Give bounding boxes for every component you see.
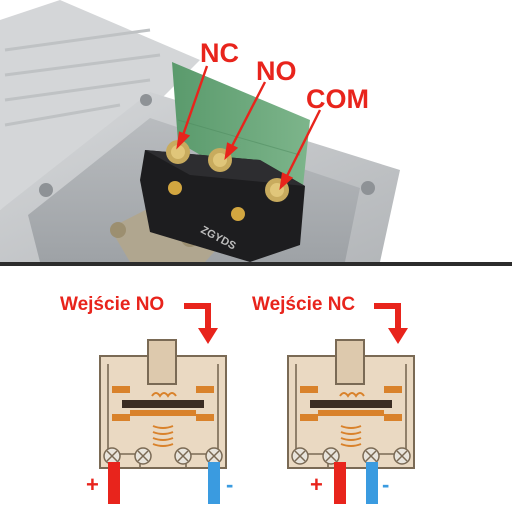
sign-plus-no: + bbox=[86, 472, 99, 497]
arrow-head-no bbox=[224, 142, 239, 161]
wiring-diagrams: Wejście NO + - Wejście NC + - bbox=[60, 294, 415, 504]
switch-photo: ZGYDS NC NO COM bbox=[0, 0, 400, 262]
wire-minus-no bbox=[208, 462, 220, 504]
pedal bbox=[0, 0, 200, 210]
label-no: NO bbox=[256, 56, 297, 86]
label-com: COM bbox=[306, 84, 369, 114]
diagram-no: Wejście NO + - bbox=[60, 294, 233, 504]
arrow-com bbox=[283, 109, 322, 181]
diagram-title-no: Wejście NO bbox=[60, 294, 164, 315]
sign-plus-nc: + bbox=[310, 472, 323, 497]
wire-plus-nc bbox=[334, 462, 346, 504]
photo-panel: ZGYDS NC NO COM bbox=[0, 0, 400, 262]
housing-screw bbox=[140, 94, 152, 106]
arrow-head-title-no bbox=[198, 328, 218, 344]
switch-symbol-no bbox=[99, 339, 227, 469]
switch-symbol-nc bbox=[287, 339, 415, 469]
sign-minus-no: - bbox=[226, 472, 233, 497]
arrow-no bbox=[228, 81, 267, 151]
diagram-panel: Wejście NO + - Wejście NC + - bbox=[0, 266, 512, 512]
diagram-nc: Wejście NC + - bbox=[252, 294, 415, 504]
label-nc: NC bbox=[200, 38, 239, 68]
arrow-head-nc bbox=[176, 131, 191, 150]
arrow-title-no bbox=[184, 303, 211, 328]
divider bbox=[0, 262, 512, 266]
arrow-nc bbox=[180, 65, 209, 139]
arrow-head-title-nc bbox=[388, 328, 408, 344]
rivet bbox=[168, 181, 182, 195]
housing-screw bbox=[361, 181, 375, 195]
housing-screw bbox=[39, 183, 53, 197]
wire-plus-no bbox=[108, 462, 120, 504]
arrow-title-nc bbox=[374, 303, 401, 328]
label-arrows bbox=[176, 65, 322, 191]
diagram-title-nc: Wejście NC bbox=[252, 294, 355, 315]
wire-minus-nc bbox=[366, 462, 378, 504]
sign-minus-nc: - bbox=[382, 472, 389, 497]
arrow-head-com bbox=[279, 172, 294, 191]
rivet bbox=[231, 207, 245, 221]
